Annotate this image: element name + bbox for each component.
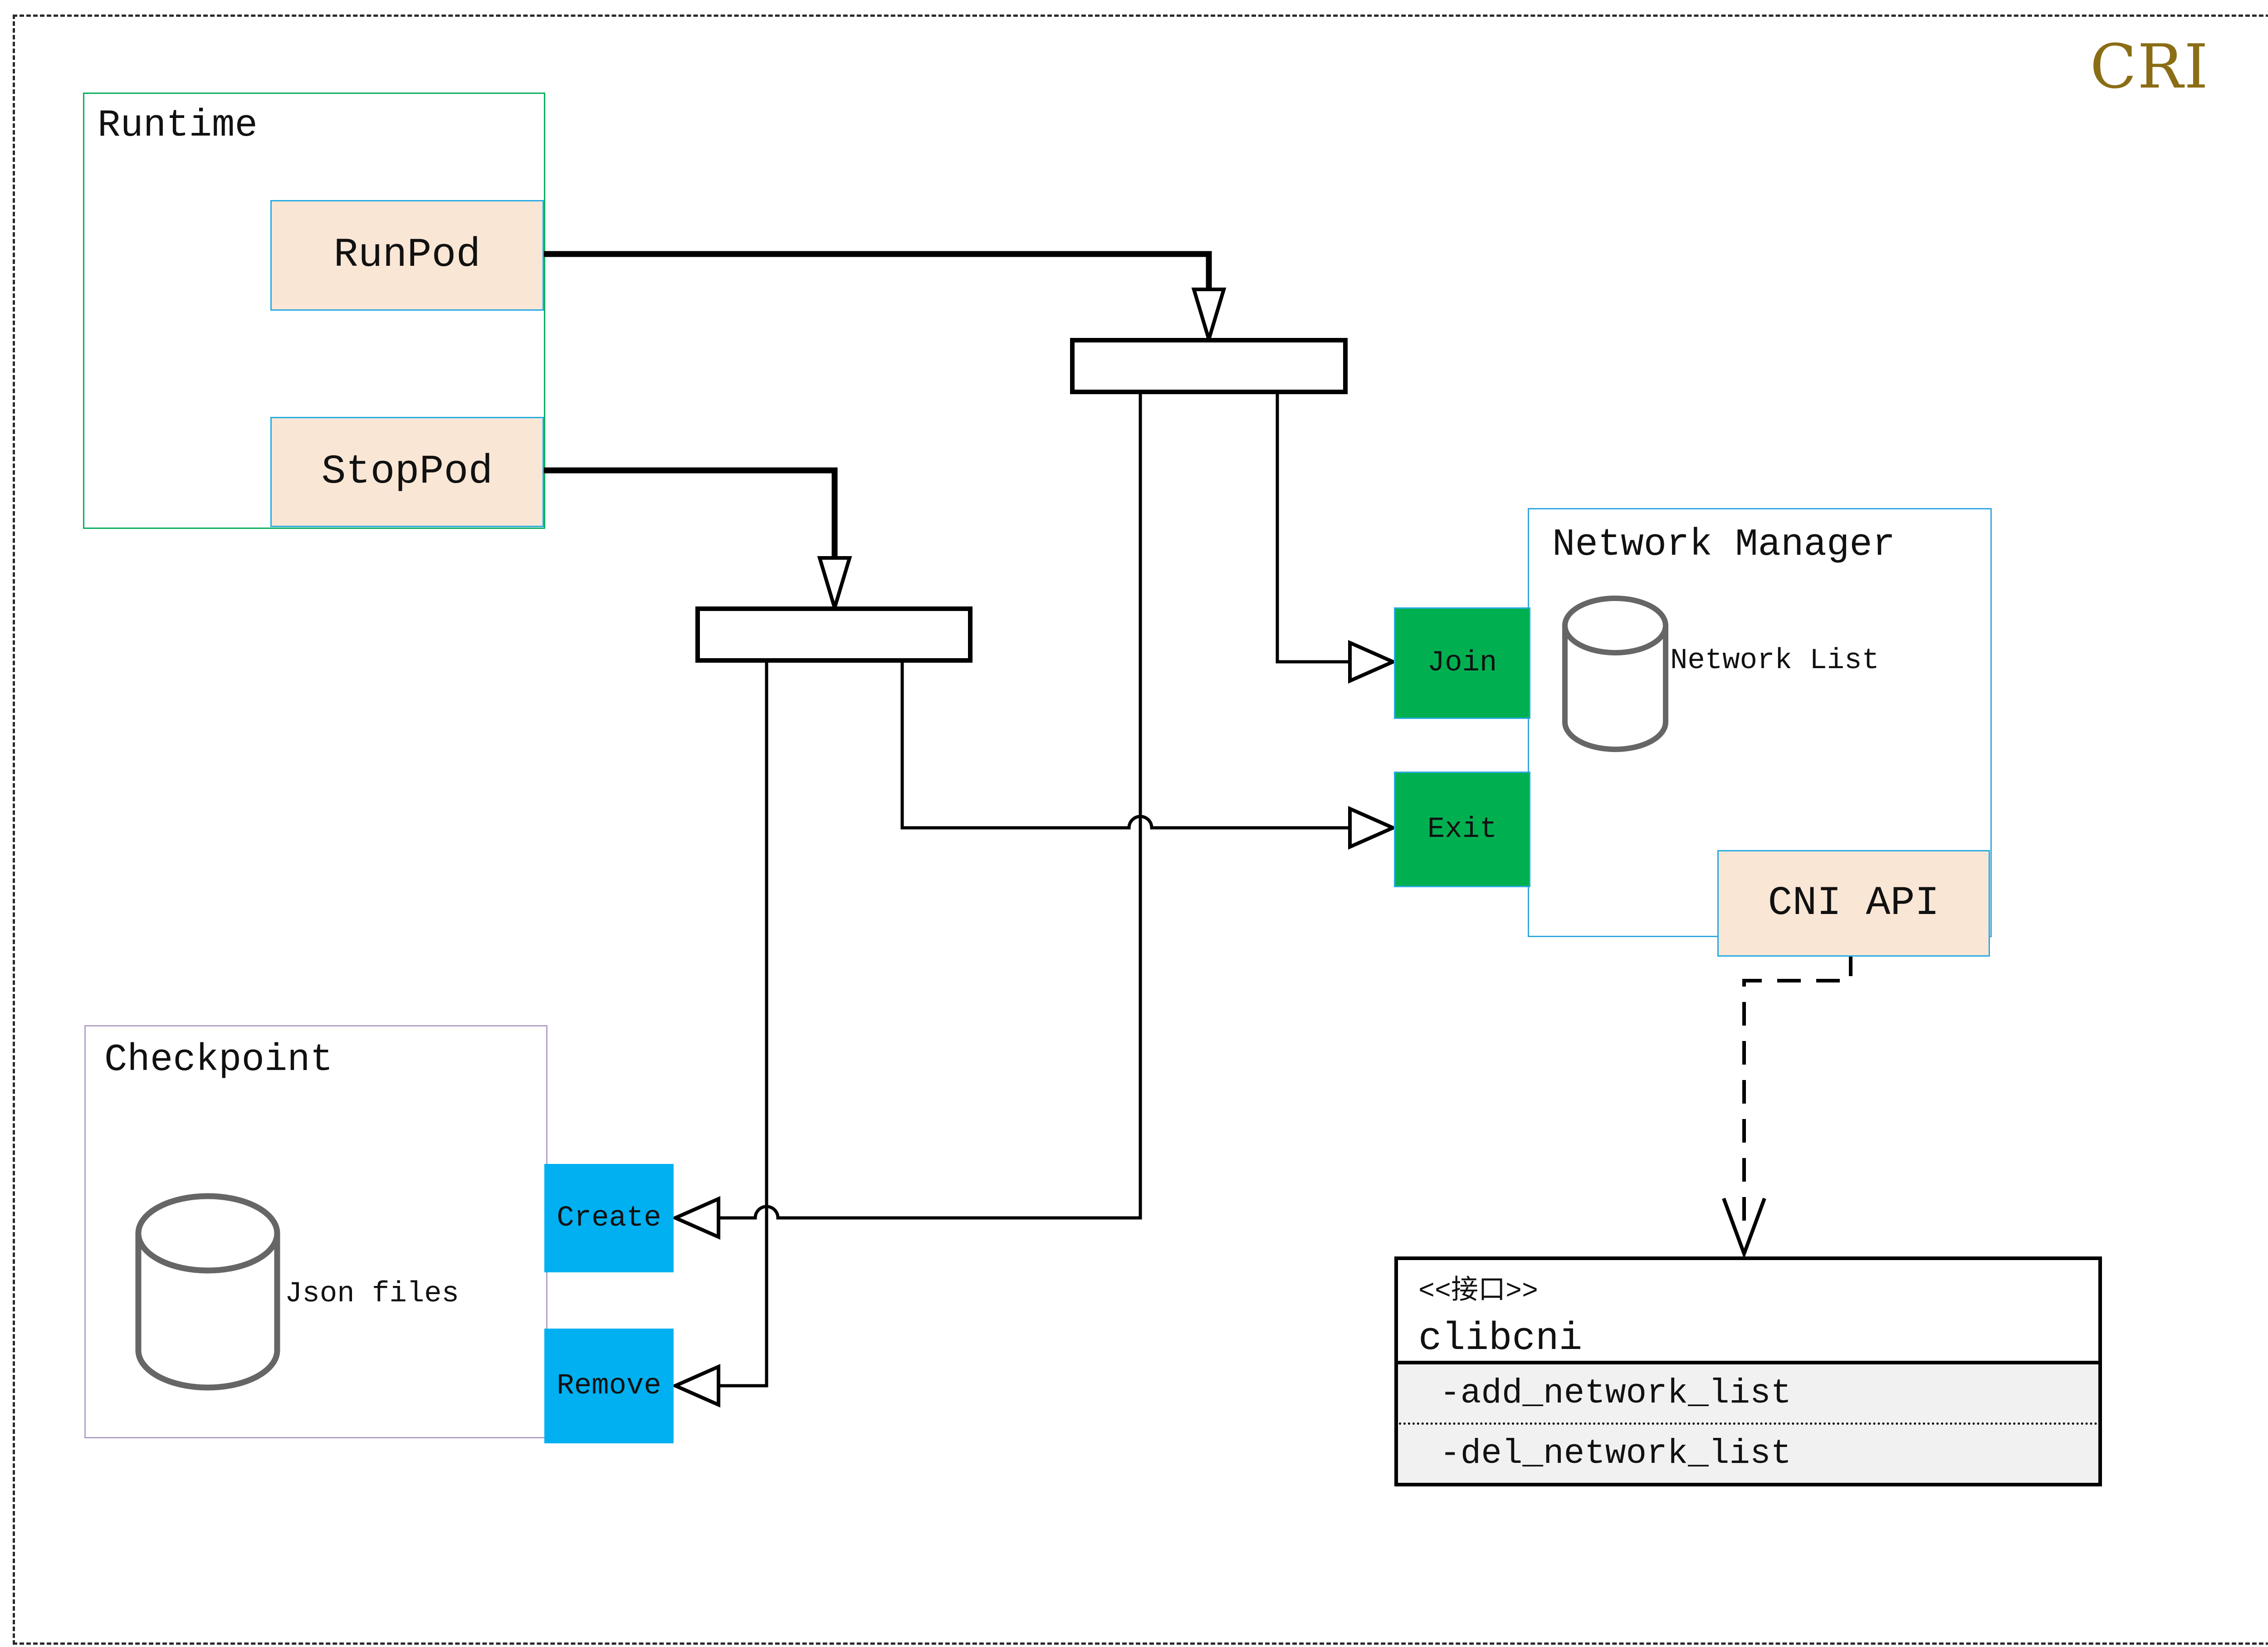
- diagram-title: CRI: [2090, 31, 2209, 102]
- cni-api-to-clibcni-dashed-connector: [1742, 953, 1853, 1225]
- join-node: Join: [1394, 607, 1530, 719]
- arrowhead-left-create-icon: [671, 1196, 720, 1240]
- method-divider: [1399, 1422, 2097, 1425]
- network-list-label: Network List: [1670, 645, 1879, 677]
- runtime-group-box: [83, 93, 545, 529]
- clibcni-name-label: clibcni: [1418, 1316, 1583, 1361]
- json-files-database-icon: [135, 1193, 280, 1391]
- junction2-to-exit-connector: [900, 660, 1351, 830]
- junction-box-2: [695, 606, 973, 663]
- method-add-network-list: -add_network_list: [1440, 1374, 1792, 1413]
- stoppod-to-junction2-connector: [543, 467, 838, 558]
- runpod-node: RunPod: [270, 200, 544, 311]
- arrowhead-down-junction2-icon: [817, 556, 852, 614]
- stoppod-node: StopPod: [270, 417, 544, 527]
- clibcni-methods-section: -add_network_list -del_network_list: [1398, 1361, 2098, 1483]
- network-list-database-icon: [1562, 596, 1668, 752]
- junction-box-1: [1070, 338, 1348, 394]
- create-node: Create: [544, 1164, 674, 1272]
- junction2-to-remove-connector: [719, 660, 768, 1388]
- interface-stereotype-label: <<接口>>: [1418, 1276, 1539, 1307]
- clibcni-interface-box: <<接口>> clibcni -add_network_list -del_ne…: [1394, 1256, 2102, 1486]
- arrowhead-open-down-clibcni-icon: [1722, 1197, 1766, 1259]
- exit-node: Exit: [1394, 772, 1530, 887]
- junction1-to-join-connector: [1276, 392, 1351, 664]
- outer-dashed-frame: [13, 15, 2268, 1645]
- arrowhead-down-junction1-icon: [1191, 288, 1227, 346]
- arrowhead-right-exit-icon: [1348, 806, 1398, 850]
- arrowhead-left-remove-icon: [671, 1364, 720, 1408]
- runtime-title: Runtime: [98, 104, 258, 147]
- clibcni-header: <<接口>> clibcni: [1398, 1260, 2098, 1361]
- checkpoint-title: Checkpoint: [104, 1039, 333, 1082]
- remove-node: Remove: [544, 1329, 674, 1443]
- arrowhead-right-join-icon: [1348, 640, 1398, 684]
- json-files-label: Json files: [285, 1278, 459, 1310]
- junction1-to-create-connector: [719, 392, 1142, 1220]
- runpod-to-junction1-connector: [543, 251, 1212, 289]
- network-manager-title: Network Manager: [1552, 523, 1896, 567]
- method-del-network-list: -del_network_list: [1440, 1434, 1792, 1473]
- cni-api-node: CNI API: [1717, 850, 1990, 957]
